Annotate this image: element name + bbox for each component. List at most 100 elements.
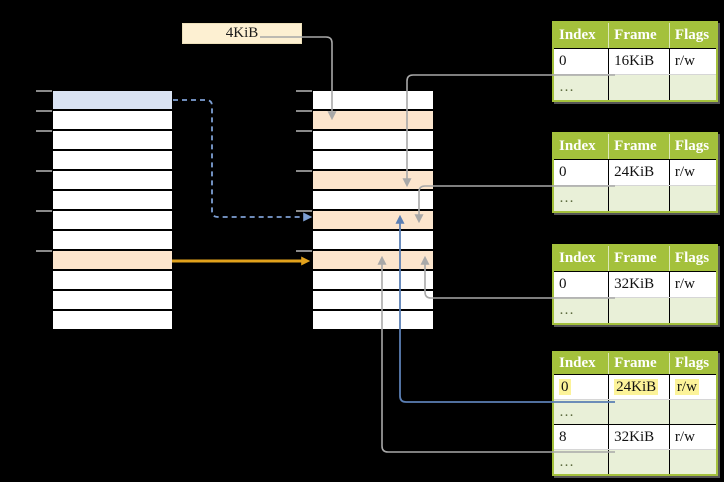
page-table-1-cell-0-2: r/w: [668, 48, 717, 75]
physical-memory-address-tick: [296, 130, 312, 132]
page-table-2-cell-1-1: [608, 185, 670, 212]
page-table-4-cell-2-0: 8: [553, 424, 609, 450]
physical-memory-row-1-orange-page: [313, 111, 433, 131]
page-table-1-cell-0-1: 16KiB: [608, 48, 670, 75]
page-table-1-header-flags: Flags: [668, 22, 717, 49]
page-table-1-cell-0-0: 0: [553, 48, 609, 75]
page-table-2-cell-0-0: 0: [553, 159, 609, 186]
virtual-memory-address-tick: [36, 90, 52, 92]
virtual-memory-address-tick: [36, 110, 52, 112]
page-table-4-cell-1-0: …: [553, 399, 609, 425]
page-table-1-cell-1-0: …: [553, 74, 609, 101]
page-table-3-header-frame: Frame: [608, 245, 670, 272]
physical-memory-row-2: [313, 131, 433, 151]
physical-memory-row-3: [313, 151, 433, 171]
virtual-memory-address-tick: [36, 210, 52, 212]
physical-memory-address-tick: [296, 90, 312, 92]
virtual-memory-column: [36, 90, 172, 331]
page-table-4-cell-3-1: [608, 449, 670, 475]
virtual-memory-row-4: [53, 171, 172, 191]
page-table-4-cell-2-1: 32KiB: [608, 424, 670, 450]
page-table-2-cell-0-1: 24KiB: [608, 159, 670, 186]
page-table-3-cell-0-0: 0: [553, 271, 609, 298]
physical-memory-row-9: [313, 271, 433, 291]
page-size-label: 4KiB: [182, 23, 302, 44]
physical-memory-address-tick: [296, 210, 312, 212]
physical-memory-row-0: [313, 91, 433, 111]
page-table-4-cell-0-2: r/w: [668, 374, 717, 400]
page-table-4-header-index: Index: [553, 352, 609, 375]
page-table-4-cell-0-0: 0: [553, 374, 609, 400]
virtual-memory-row-1: [53, 111, 172, 131]
physical-memory-address-tick: [296, 250, 312, 252]
page-table-4-cell-0-1: 24KiB: [608, 374, 670, 400]
page-table-3-row-1: …: [553, 297, 717, 324]
physical-memory-row-6-orange-page: [313, 211, 433, 231]
virtual-memory-row-3: [53, 151, 172, 171]
page-table-4-cell-1-2: [668, 399, 717, 425]
virtual-memory-row-5: [53, 191, 172, 211]
page-table-2-header-flags: Flags: [668, 133, 717, 160]
page-table-3-cell-1-0: …: [553, 297, 609, 324]
page-table-2-cell-0-2: r/w: [668, 159, 717, 186]
page-table-1-header-frame: Frame: [608, 22, 670, 49]
virtual-memory-row-0-blue-page: [53, 91, 172, 111]
page-table-4-cell-2-2: r/w: [668, 424, 717, 450]
page-table-3-header-index: Index: [553, 245, 609, 272]
physical-memory-row-5: [313, 191, 433, 211]
physical-memory-row-8-orange-page: [313, 251, 433, 271]
page-table-4-row-3: …: [553, 449, 717, 475]
virtual-blue-page-to-frame-24kib-arrow: [173, 99, 313, 222]
page-table-3-cell-1-2: [668, 297, 717, 324]
physical-memory-row-7: [313, 231, 433, 251]
page-table-4-row-0: 0 24KiB r/w: [553, 374, 717, 400]
page-table-4-cell-1-1: [608, 399, 670, 425]
page-size-label-text: 4KiB: [225, 25, 259, 41]
virtual-memory-row-2: [53, 131, 172, 151]
virtual-memory-row-11: [53, 311, 172, 331]
page-table-4-header-flags: Flags: [668, 352, 717, 375]
highlighted-value: 0: [559, 378, 571, 395]
virtual-memory-address-tick: [36, 130, 52, 132]
page-table-1-cell-1-2: [668, 74, 717, 101]
page-table-3-cell-1-1: [608, 297, 670, 324]
highlighted-value: r/w: [674, 378, 699, 395]
page-table-2-cell-1-2: [668, 185, 717, 212]
page-table-4-header-frame: Frame: [608, 352, 670, 375]
highlighted-value: 24KiB: [614, 378, 659, 395]
physical-memory-row-4-orange-page: [313, 171, 433, 191]
virtual-memory-row-10: [53, 291, 172, 311]
page-table-2-cell-1-0: …: [553, 185, 609, 212]
virtual-memory-row-8-orange-page: [53, 251, 172, 271]
page-table-3-header-flags: Flags: [668, 245, 717, 272]
physical-memory-row-11: [313, 311, 433, 331]
page-table-1-cell-1-1: [608, 74, 670, 101]
page-table-3-cell-0-1: 32KiB: [608, 271, 670, 298]
page-table-2-row-1: …: [553, 185, 717, 212]
virtual-memory-row-6: [53, 211, 172, 231]
page-table-4-cell-3-2: [668, 449, 717, 475]
physical-memory-column: [296, 90, 433, 331]
page-table-4-row-1: …: [553, 399, 717, 425]
physical-memory-address-tick: [296, 170, 312, 172]
page-table-3-cell-0-2: r/w: [668, 271, 717, 298]
physical-memory-address-tick: [296, 110, 312, 112]
page-table-1-row-1: …: [553, 74, 717, 101]
virtual-memory-row-9: [53, 271, 172, 291]
virtual-memory-row-7: [53, 231, 172, 251]
page-table-1-header-index: Index: [553, 22, 609, 49]
page-table-4-cell-3-0: …: [553, 449, 609, 475]
page-table-2-header-index: Index: [553, 133, 609, 160]
